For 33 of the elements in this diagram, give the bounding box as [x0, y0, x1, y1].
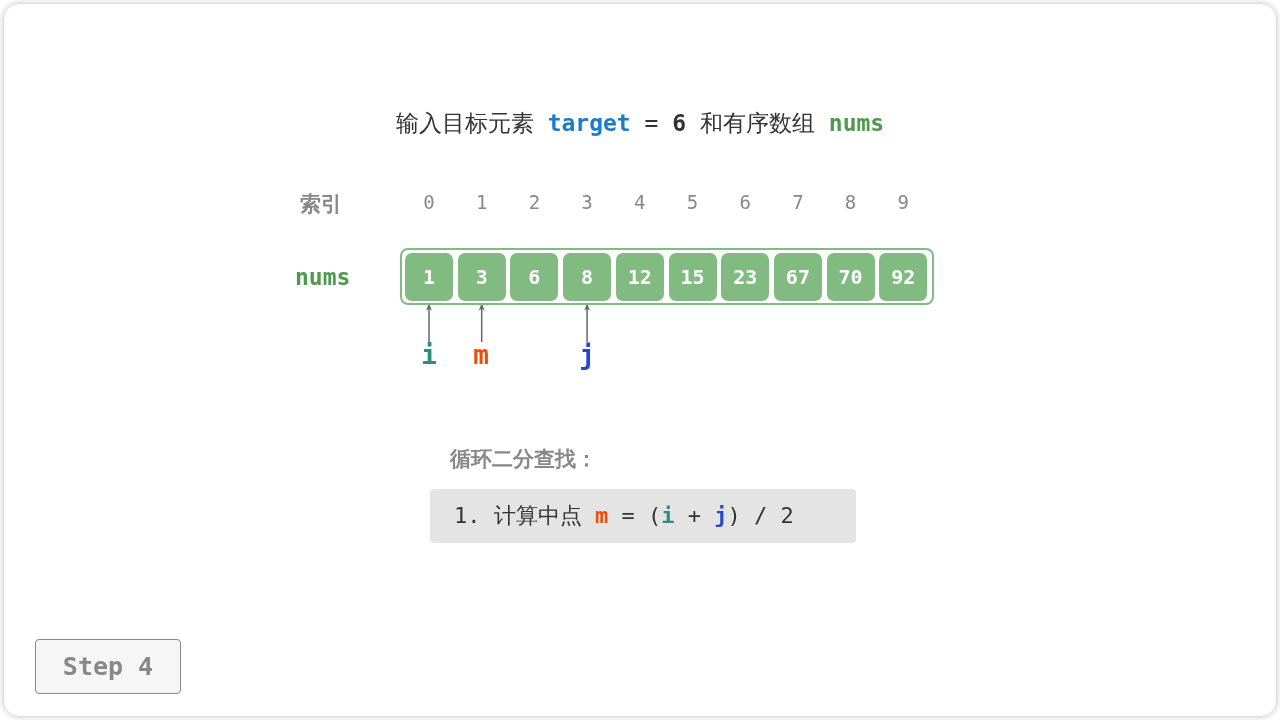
index-number: 4	[633, 191, 647, 213]
index-number: 7	[791, 191, 805, 213]
index-number: 0	[422, 191, 436, 213]
array-cell: 23	[721, 253, 770, 301]
pointer-arrow	[584, 303, 591, 343]
array-cell: 70	[826, 253, 875, 301]
row-label: 索引	[300, 191, 342, 218]
index-number: 1	[474, 191, 489, 213]
pointer-arrow	[426, 303, 432, 343]
index-number: 2	[527, 191, 542, 213]
pointer-arrow	[478, 303, 485, 343]
array-cell: 8	[563, 253, 612, 301]
index-number: 8	[843, 191, 858, 213]
array-container	[400, 248, 934, 305]
index-number: 6	[738, 191, 752, 213]
step-button: Step 4	[35, 639, 181, 694]
array-cell: 15	[668, 253, 717, 301]
code-line: 1. 计算中点 m = (i + j) / 2	[454, 502, 794, 530]
array-name: nums	[295, 264, 351, 290]
index-number: 9	[896, 191, 910, 213]
pointer-label: i	[414, 340, 444, 370]
array-cell: 3	[457, 253, 506, 301]
array-cell: 1	[405, 253, 453, 301]
index-number: 5	[685, 191, 700, 213]
heading: 输入目标元素 target = 6 和有序数组 nums	[394, 109, 886, 138]
array-cell: 6	[510, 253, 559, 301]
array-cell: 67	[773, 253, 822, 301]
index-number: 3	[580, 191, 594, 213]
array-cell: 92	[879, 253, 928, 301]
array-cell: 12	[615, 253, 664, 301]
pointer-label: m	[466, 340, 496, 370]
section-heading: 循环二分查找：	[450, 446, 597, 473]
pointer-label: j	[572, 340, 602, 370]
